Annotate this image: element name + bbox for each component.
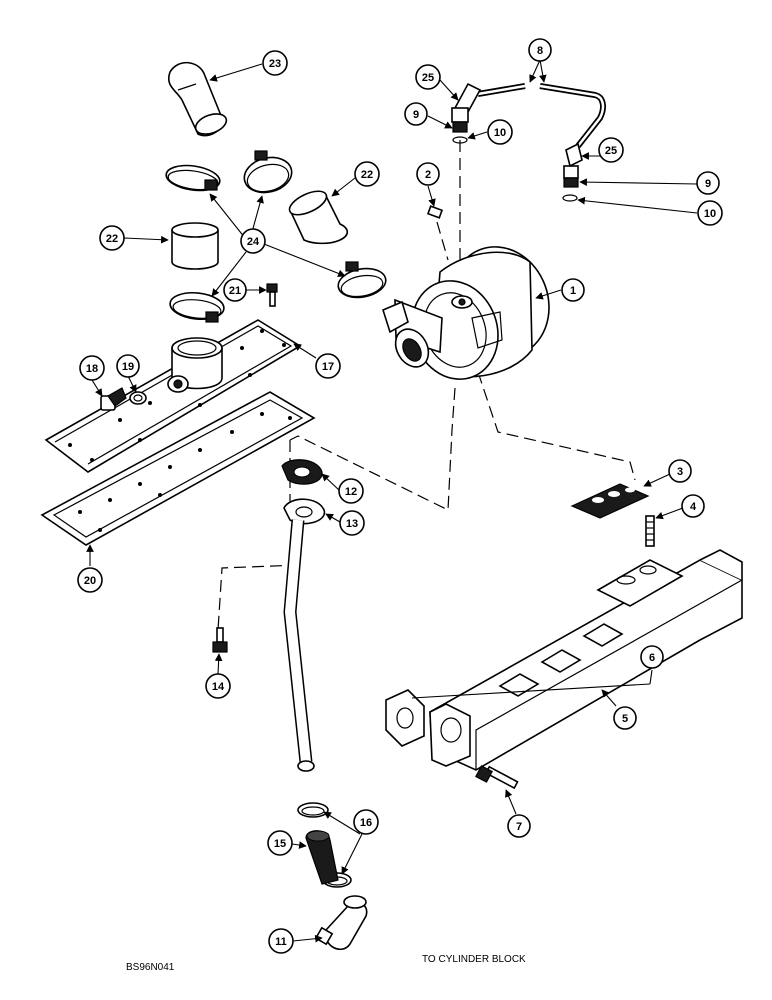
- part-oil-line: [451, 82, 606, 202]
- callout-19-text: 19: [122, 361, 134, 373]
- callout-14-text: 14: [212, 681, 225, 693]
- callout-2-text: 2: [425, 169, 431, 181]
- callout-1: 1: [561, 278, 585, 302]
- callout-10b-text: 10: [704, 208, 716, 220]
- callout-2: 2: [416, 162, 440, 186]
- callout-13-text: 13: [346, 518, 358, 530]
- part-plug: [100, 387, 127, 411]
- callout-9b: 9: [696, 171, 720, 195]
- part-gasket: [40, 391, 316, 546]
- part-manifold-bolt: [475, 765, 519, 790]
- part-manifold-gasket: [385, 689, 425, 747]
- callout-18: 18: [79, 355, 105, 381]
- callout-12-text: 12: [345, 486, 357, 498]
- callout-10a-text: 10: [494, 127, 506, 139]
- part-flange-gasket: [281, 459, 323, 485]
- callout-15: 15: [267, 830, 293, 856]
- callout-9a: 9: [404, 102, 428, 126]
- callout-17-text: 17: [322, 361, 334, 373]
- callout-20: 20: [77, 567, 103, 593]
- callout-25b-text: 25: [605, 145, 617, 157]
- callout-10b: 10: [697, 200, 723, 226]
- callout-11: 11: [268, 928, 294, 954]
- callout-19: 19: [116, 354, 140, 378]
- callout-22b-text: 22: [106, 233, 118, 245]
- callout-10a: 10: [487, 119, 513, 145]
- figure-code: BS96N041: [126, 962, 175, 973]
- callout-13: 13: [339, 510, 365, 536]
- part-elbow-hose: [168, 61, 228, 137]
- callout-5: 5: [613, 706, 637, 730]
- callout-11-text: 11: [275, 936, 287, 948]
- footer-note: TO CYLINDER BLOCK: [422, 954, 526, 965]
- callout-21: 21: [223, 278, 247, 302]
- callout-9a-text: 9: [413, 109, 419, 121]
- callout-21-text: 21: [229, 285, 241, 297]
- callout-9b-text: 9: [705, 178, 711, 190]
- callout-23: 23: [262, 50, 288, 76]
- callout-4-text: 4: [690, 501, 697, 513]
- part-intake-cover: [44, 319, 302, 473]
- callout-20-text: 20: [84, 575, 96, 587]
- part-drain-tube: [283, 519, 315, 772]
- callout-14: 14: [205, 673, 231, 699]
- part-turbocharger: [382, 246, 550, 380]
- callout-17: 17: [315, 353, 341, 379]
- part-stud: [645, 515, 655, 547]
- part-hose-clamps: [165, 150, 387, 323]
- callout-6-text: 6: [649, 652, 655, 664]
- part-turbo-gasket: [570, 483, 650, 519]
- part-fitting-2: [426, 205, 444, 219]
- callout-22b: 22: [99, 225, 125, 251]
- part-hose-sleeves: [171, 190, 349, 270]
- callout-16: 16: [353, 809, 379, 835]
- part-rubber-hose: [305, 830, 339, 885]
- callout-3-text: 3: [677, 466, 683, 478]
- callout-25a-text: 25: [422, 72, 434, 84]
- callout-8: 8: [528, 38, 552, 62]
- callout-8-text: 8: [537, 45, 543, 57]
- callout-7-text: 7: [516, 821, 522, 833]
- callout-12: 12: [338, 478, 364, 504]
- assembly-dashed-lines: [217, 140, 636, 631]
- callout-22a-text: 22: [361, 169, 373, 181]
- callout-18-text: 18: [86, 363, 98, 375]
- callout-labels: 1 2 3 4 5 6 7 8 9 9 10 10 11 12 13 14 15…: [77, 38, 723, 954]
- callout-24: 24: [240, 228, 266, 254]
- callout-4: 4: [681, 494, 705, 518]
- callout-15-text: 15: [274, 838, 286, 850]
- callout-3: 3: [668, 459, 692, 483]
- callout-7: 7: [507, 814, 531, 838]
- callout-25a: 25: [415, 64, 441, 90]
- callout-16-text: 16: [360, 817, 372, 829]
- callout-24-text: 24: [247, 236, 260, 248]
- callout-1-text: 1: [570, 285, 576, 297]
- part-exhaust-manifold: [429, 549, 743, 771]
- part-seal-ring: [129, 391, 147, 405]
- callout-25b: 25: [598, 137, 624, 163]
- part-flange: [283, 498, 325, 525]
- part-drain-elbow: [314, 895, 368, 950]
- callout-6: 6: [640, 645, 664, 669]
- leader-lines: [86, 59, 698, 943]
- part-bolt-21: [266, 283, 278, 307]
- callout-23-text: 23: [269, 58, 281, 70]
- part-screw-14: [212, 627, 228, 653]
- callout-22a: 22: [354, 161, 380, 187]
- callout-5-text: 5: [622, 713, 628, 725]
